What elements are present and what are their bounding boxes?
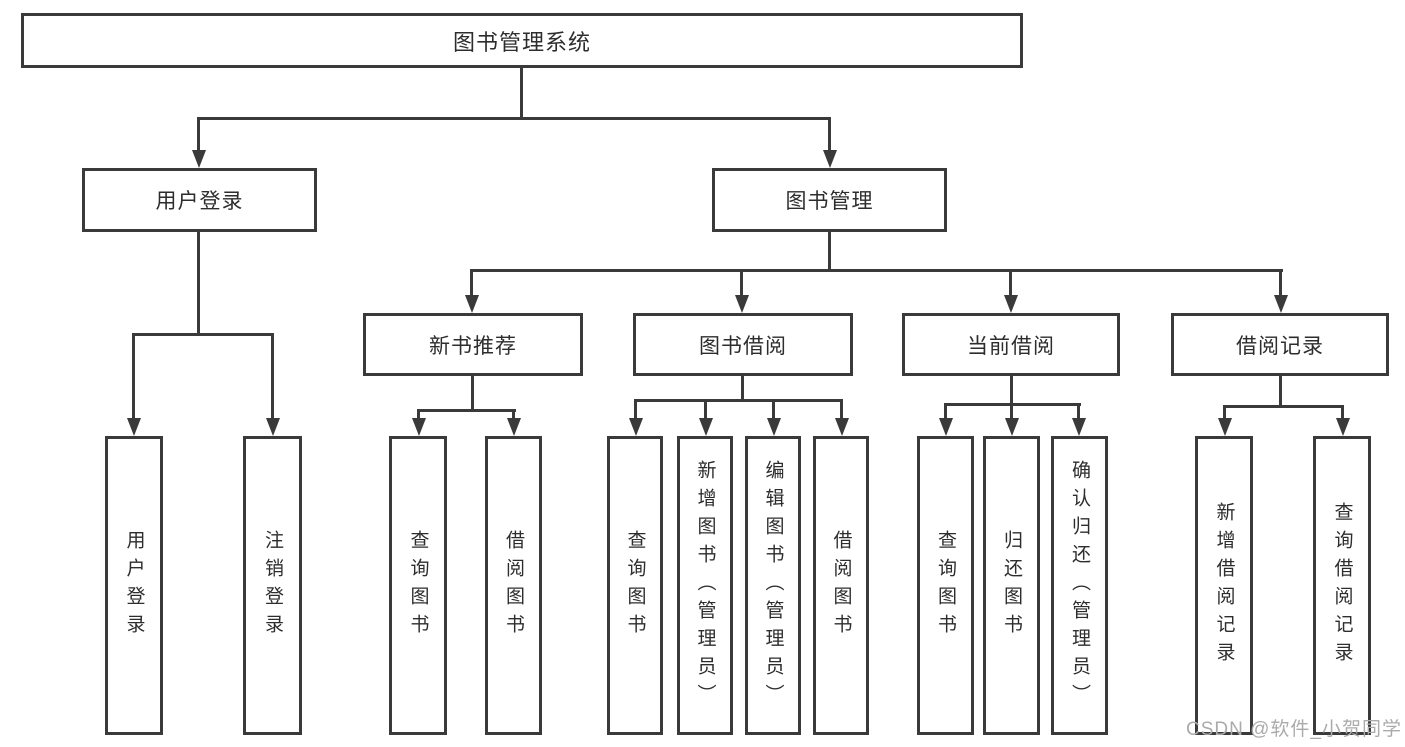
node-root: 图书管理系统 <box>21 13 1023 68</box>
connector-root-stub <box>520 68 523 118</box>
leaf-borrow-books-recommend-label: 借阅图书 <box>503 529 524 642</box>
node-book-borrow-label: 图书借阅 <box>699 334 787 358</box>
leaf-borrow-books-borrow-label: 借阅图书 <box>830 529 852 642</box>
leaf-edit-book-admin-label: 编辑图书（管理员） <box>762 459 784 712</box>
connector-borrow-hline <box>634 399 843 402</box>
arrowhead-to-query-books-3 <box>944 403 947 418</box>
arrowhead-to-current-borrow <box>1009 269 1012 295</box>
leaf-add-borrow-record: 新增借阅记录 <box>1195 436 1253 735</box>
leaf-query-books-recommend-label: 查询图书 <box>407 529 429 642</box>
leaf-borrow-books-borrow: 借阅图书 <box>813 436 869 735</box>
arrowhead-to-leaf-logout <box>271 333 274 418</box>
node-new-book-recommend-label: 新书推荐 <box>429 334 517 358</box>
arrowhead-to-user-login <box>197 117 200 150</box>
arrowhead-to-query-borrow-record <box>1341 405 1344 418</box>
leaf-user-login: 用户登录 <box>105 436 163 735</box>
leaf-edit-book-admin: 编辑图书（管理员） <box>745 436 801 735</box>
arrowhead-to-edit-book <box>772 399 775 418</box>
node-user-login-label: 用户登录 <box>155 190 244 213</box>
arrowhead-to-new-book-recommend <box>470 269 473 295</box>
leaf-query-books-current-label: 查询图书 <box>935 529 956 642</box>
node-current-borrow: 当前借阅 <box>902 313 1120 376</box>
connector-records-hline <box>1223 405 1344 408</box>
arrowhead-to-add-book <box>704 399 707 418</box>
leaf-confirm-return-admin: 确认归还（管理员） <box>1051 436 1108 735</box>
leaf-query-borrow-record-label: 查询借阅记录 <box>1331 501 1353 670</box>
node-current-borrow-label: 当前借阅 <box>967 334 1055 358</box>
leaf-query-borrow-record: 查询借阅记录 <box>1313 436 1371 735</box>
arrowhead-to-query-books-2 <box>634 399 637 418</box>
leaf-return-books: 归还图书 <box>983 436 1040 735</box>
leaf-borrow-books-recommend: 借阅图书 <box>485 436 542 735</box>
node-new-book-recommend: 新书推荐 <box>363 313 583 376</box>
arrowhead-to-return-books <box>1010 403 1013 418</box>
leaf-query-books-borrow-label: 查询图书 <box>624 529 646 642</box>
node-book-borrow: 图书借阅 <box>633 313 853 376</box>
leaf-query-books-current: 查询图书 <box>917 436 974 735</box>
arrowhead-to-borrow-records <box>1279 269 1282 295</box>
node-borrow-records: 借阅记录 <box>1171 313 1389 376</box>
leaf-confirm-return-admin-label: 确认归还（管理员） <box>1069 459 1090 712</box>
connector-borrow-stub <box>741 376 744 402</box>
leaf-add-borrow-record-label: 新增借阅记录 <box>1213 501 1235 670</box>
node-book-management-label: 图书管理 <box>785 190 874 213</box>
csdn-watermark: CSDN @软件_小贺同学 <box>1186 719 1402 740</box>
node-book-management: 图书管理 <box>712 168 947 232</box>
arrowhead-to-add-borrow-record <box>1223 405 1226 418</box>
arrowhead-to-borrow-books-2 <box>840 399 843 418</box>
connector-current-stub <box>1010 376 1013 406</box>
connector-recommend-stub <box>471 376 474 412</box>
connector-level2-hline <box>197 117 831 120</box>
arrowhead-to-book-management <box>828 117 831 150</box>
connector-level3-hline <box>470 269 1283 272</box>
arrowhead-to-book-borrow <box>740 269 743 295</box>
arrowhead-to-leaf-user-login <box>132 333 135 418</box>
arrowhead-to-query-books-1 <box>417 409 420 418</box>
leaf-user-login-label: 用户登录 <box>123 529 145 642</box>
node-borrow-records-label: 借阅记录 <box>1236 334 1324 358</box>
leaf-add-book-admin: 新增图书（管理员） <box>677 436 733 735</box>
leaf-return-books-label: 归还图书 <box>1001 529 1022 642</box>
node-user-login: 用户登录 <box>82 168 317 232</box>
connector-recommend-hline <box>417 409 516 412</box>
leaf-query-books-borrow: 查询图书 <box>607 436 663 735</box>
leaf-logout: 注销登录 <box>243 436 302 735</box>
connector-records-stub <box>1279 376 1282 408</box>
node-root-label: 图书管理系统 <box>452 29 591 55</box>
arrowhead-to-confirm-return <box>1077 403 1080 418</box>
leaf-logout-label: 注销登录 <box>262 529 283 642</box>
leaf-query-books-recommend: 查询图书 <box>389 436 447 735</box>
connector-mgmt-stub <box>828 232 831 272</box>
arrowhead-to-borrow-books-1 <box>512 409 515 418</box>
connector-login-stub <box>197 232 200 336</box>
connector-login-hline <box>132 333 274 336</box>
leaf-add-book-admin-label: 新增图书（管理员） <box>694 459 716 712</box>
